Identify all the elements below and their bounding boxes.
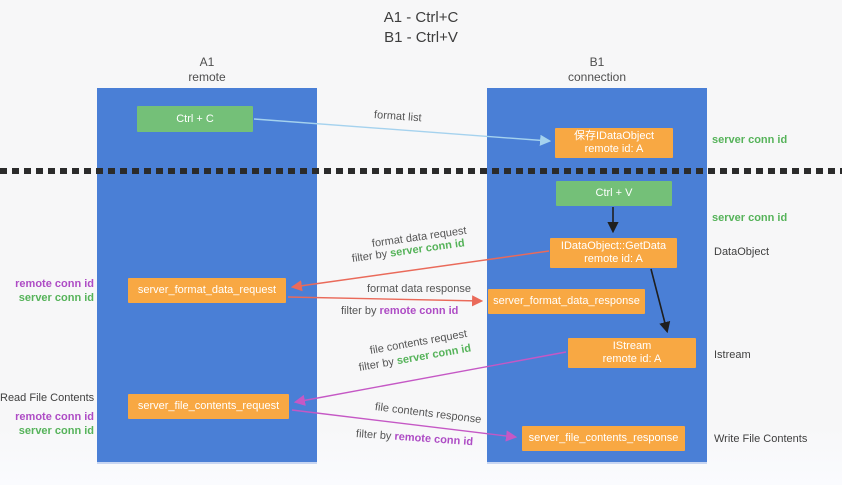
ctrl-c-node: Ctrl + C: [137, 106, 253, 132]
diagram-title: A1 - Ctrl+C B1 - Ctrl+V: [0, 8, 842, 48]
session-divider: [0, 168, 842, 174]
filter-2-prefix: filter by: [341, 305, 377, 317]
ctrl-v-node: Ctrl + V: [556, 181, 672, 206]
save-idataobject-node: 保存IDataObject remote id: A: [555, 128, 673, 158]
filter-2-value: remote conn id: [379, 305, 459, 317]
column-b-subtitle: connection: [567, 70, 627, 84]
save-idataobject-line1: 保存IDataObject: [573, 130, 655, 142]
left-label-server-conn-id-1: server conn id: [18, 292, 94, 304]
filter-4-prefix: filter by: [355, 428, 392, 443]
server-file-contents-response-node: server_file_contents_response: [522, 426, 685, 451]
save-idataobject-line2: remote id: A: [584, 143, 644, 155]
right-label-server-conn-id-1: server conn id: [712, 134, 788, 146]
format-data-response-label: format data response: [367, 283, 471, 295]
left-label-remote-conn-id-1: remote conn id: [15, 278, 94, 290]
column-a-name: A1: [199, 55, 215, 69]
format-list-label: format list: [373, 109, 422, 125]
ctrl-c-label: Ctrl + C: [176, 112, 214, 125]
filter-by-remote-conn-id-label-2: filter by remote conn id: [356, 428, 474, 448]
file-contents-response-label: file contents response: [374, 401, 482, 426]
left-label-remote-conn-id-2: remote conn id: [15, 411, 94, 423]
server-file-contents-request-label: server_file_contents_request: [137, 400, 280, 412]
server-format-data-request-label: server_format_data_request: [137, 284, 277, 296]
left-label-server-conn-id-2: server conn id: [18, 425, 94, 437]
server-format-data-response-label: server_format_data_response: [493, 295, 640, 307]
getdata-line2: remote id: A: [584, 253, 643, 265]
istream-node: IStream remote id: A: [568, 338, 696, 368]
filter-3-prefix: filter by: [357, 355, 395, 374]
column-b-name: B1: [589, 55, 605, 69]
column-b-header: B1 connection: [537, 55, 657, 85]
right-label-write-file-contents: Write File Contents: [714, 433, 808, 445]
getdata-line1: IDataObject::GetData: [560, 240, 667, 252]
server-format-data-response-node: server_format_data_response: [488, 289, 645, 314]
title-line-1: A1 - Ctrl+C: [383, 9, 459, 26]
server-file-contents-request-node: server_file_contents_request: [128, 394, 289, 419]
filter-1-prefix: filter by: [351, 248, 388, 265]
server-file-contents-response-label: server_file_contents_response: [528, 432, 679, 444]
ctrl-v-label: Ctrl + V: [595, 187, 633, 199]
server-format-data-request-node: server_format_data_request: [128, 278, 286, 303]
istream-line1: IStream: [612, 340, 652, 352]
getdata-node: IDataObject::GetData remote id: A: [550, 238, 677, 268]
filter-by-remote-conn-id-label-1: filter by remote conn id: [341, 305, 458, 317]
right-label-dataobject: DataObject: [714, 246, 770, 258]
istream-line2: remote id: A: [602, 353, 662, 365]
right-label-istream: Istream: [714, 349, 751, 361]
column-a-header: A1 remote: [147, 55, 267, 85]
column-a-subtitle: remote: [188, 70, 226, 84]
title-line-2: B1 - Ctrl+V: [384, 29, 458, 46]
left-label-read-file-contents: Read File Contents: [0, 392, 95, 404]
filter-4-value: remote conn id: [394, 430, 474, 449]
right-label-server-conn-id-2: server conn id: [712, 212, 788, 224]
